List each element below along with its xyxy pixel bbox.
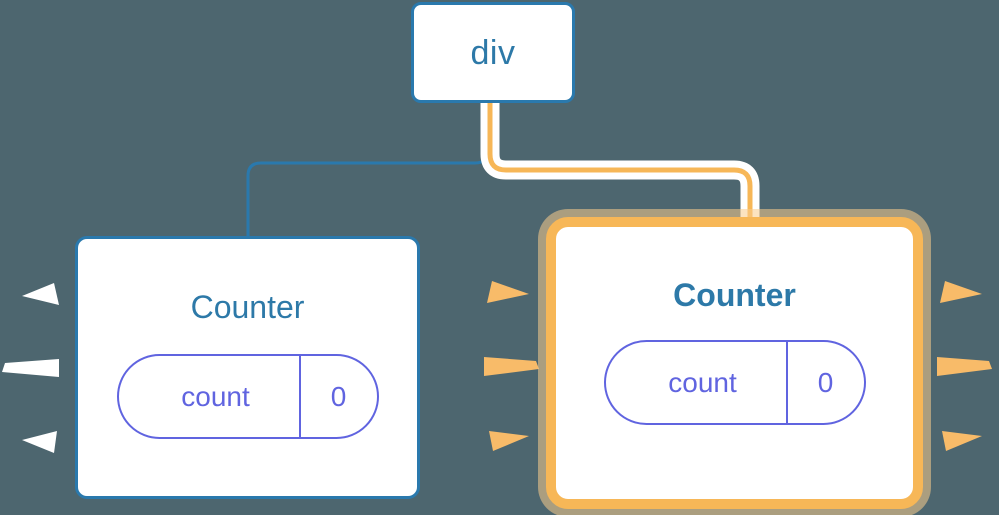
state-key-left: count [181,380,250,412]
state-value-right: 0 [785,342,864,423]
spark-top-left-icon [22,283,59,305]
spark-mid-left-icon [2,359,59,377]
spark-cluster-right [937,281,992,451]
node-counter-right-title: Counter [673,277,796,313]
spark-bottom-left-icon [22,431,57,453]
state-pill-right: count 0 [603,340,866,425]
node-counter-right[interactable]: Counter count 0 [546,217,923,509]
spark-cluster-middle [484,281,539,451]
node-div-label: div [470,33,516,72]
spark-bottom-mid-icon [489,431,529,451]
spark-top-right-icon [940,281,982,303]
state-pill-left: count 0 [116,354,379,439]
state-key-right: count [668,366,737,398]
spark-mid-right-icon [937,357,992,376]
node-counter-left[interactable]: Counter count 0 [75,236,420,499]
state-value-left: 0 [298,356,377,437]
spark-bottom-right-icon [942,431,982,451]
node-counter-left-title: Counter [190,289,305,325]
spark-top-mid-icon [487,281,529,303]
spark-cluster-left [2,283,59,453]
spark-mid-mid-icon [484,357,539,376]
node-div[interactable]: div [411,2,575,103]
edge-div-to-counter-left [246,101,490,241]
